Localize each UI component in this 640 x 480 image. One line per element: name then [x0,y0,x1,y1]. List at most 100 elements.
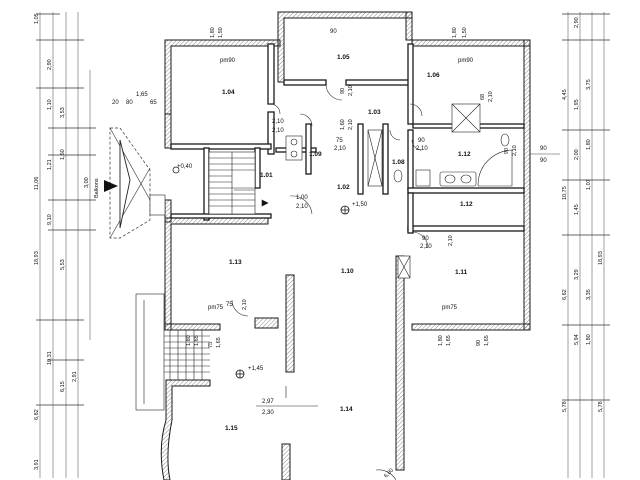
window-label-1-05: 90 [330,29,337,35]
entry-dim-4: 65 [150,100,157,106]
bottom-dim-6: 1,65 [484,335,490,346]
door-dim-1b: 2,10 [272,128,284,134]
right-dim-3: 6,62 [562,289,568,300]
side-dim-1: 90 [540,146,547,152]
door-dim-1a: 2,10 [272,119,284,125]
top-dim-8: 2,10 [512,145,518,156]
door-dim-4b: 2,10 [348,85,354,96]
left-dim-11: 3,91 [34,459,40,470]
top-dim-2: 1,50 [218,27,224,38]
door-dim-3a: 1,60 [340,119,346,130]
bottom-door-dim: 6,00 [383,468,395,480]
left-dim-15: 3,00 [84,177,90,188]
top-dim-4: 1,50 [462,27,468,38]
room-1-14: 1.14 [340,406,353,413]
room-1-12a: 1.12 [458,151,471,158]
room-1-08: 1.08 [392,159,405,166]
room-1-12b: 1.12 [460,201,473,208]
left-dim-6: 1,10 [47,99,53,110]
right-dim-14: 1,80 [586,139,592,150]
left-dim-9: 10,31 [47,351,53,365]
left-dim-8: 9,10 [47,214,53,225]
level-label-1: +0,40 [177,164,193,170]
room-1-13: 1.13 [229,259,242,266]
left-dim-14: 2,91 [72,371,78,382]
right-dimension-lines [562,12,610,478]
door-dim-10a: 75 [226,302,233,308]
left-dimension-lines [36,12,96,478]
level-markers [172,166,350,379]
right-dim-10: 1,45 [574,204,580,215]
bottom-dim-5: 90 [476,340,482,346]
entry-dim-2: 20 [112,100,119,106]
door-dim-5b: 2,10 [416,146,428,152]
right-dim-15: 3,35 [586,289,592,300]
bottom-dim-8: 1,65 [216,337,222,348]
entry-arrow-icon [104,180,118,192]
room-1-01: 1.01 [260,172,273,179]
door-swings [231,84,429,480]
left-dim-16: 1,60 [60,149,66,160]
right-dim-6: 2,90 [574,17,580,28]
room-1-04: 1.04 [222,89,235,96]
left-dim-2: 2,90 [47,59,53,70]
room-1-02: 1.02 [337,184,350,191]
bottom-dim-2: 1,65 [194,335,200,346]
room-1-03: 1.03 [368,109,381,116]
left-dim-7: 1,21 [47,159,53,170]
door-dim-11b: 2,30 [262,410,274,416]
door-dim-5a: 90 [418,138,425,144]
staircase [208,151,269,215]
room-1-10: 1.10 [341,268,354,275]
bottom-dim-3: 1,80 [438,335,444,346]
top-dim-7: 90 [504,148,510,154]
bottom-dim-7: 75 [208,342,214,348]
top-dim-5: 68 [480,94,486,100]
right-dim-11: 3,29 [574,269,580,280]
door-dim-4a: 90 [340,88,346,94]
right-dim-5: 5,78 [562,401,568,412]
right-dim-13: 3,75 [586,79,592,90]
side-dim-2: 90 [540,158,547,164]
door-dim-8b: 2,10 [420,244,432,250]
right-dim-8: 2,00 [574,149,580,160]
window-label-1-13: pm75 [208,305,224,311]
top-dim-3: 1,80 [452,27,458,38]
right-dim-2: 10,75 [562,186,568,200]
door-dim-8a: 90 [422,236,429,242]
interior-walls [170,43,525,234]
room-1-15: 1.15 [225,425,238,432]
level-label-3: +1,45 [248,366,264,372]
window-label-1-04: pm90 [220,58,236,64]
bath-fixtures [285,103,513,279]
room-1-09: 1.09 [309,151,322,158]
door-dim-2a: 75 [336,138,343,144]
left-dim-3: 11,06 [34,177,40,190]
right-dim-17: 5,78 [598,401,604,412]
door-dim-10b: 2,10 [242,299,248,310]
balcony-label: Balkons [94,178,100,198]
left-dim-12: 3,53 [60,107,66,118]
window-label-1-06: pm90 [458,58,474,64]
door-dim-7: 2,10 [296,204,308,210]
bottom-dim-1: 1,80 [186,335,192,346]
entry-balcony [104,127,166,239]
bottom-dim-4: 1,65 [446,335,452,346]
left-dim-1: 1,05 [34,13,40,24]
door-dim-2b: 2,10 [334,146,346,152]
room-1-05: 1.05 [337,54,350,61]
level-label-2: +1,50 [352,202,368,208]
right-dim-4: 18,93 [598,251,604,265]
left-dim-4: 18,93 [34,251,40,265]
right-dim-7: 1,95 [574,99,580,110]
veranda-steps [135,293,211,480]
room-1-11: 1.11 [455,269,468,276]
left-dim-5: 6,82 [34,409,40,420]
door-dim-9: 2,10 [448,235,454,246]
top-dim-1: 1,80 [210,27,216,38]
entry-dim-3: 80 [126,100,133,106]
left-dim-13: 5,53 [60,259,66,270]
right-dim-9: 1,07 [586,179,592,190]
right-dim-16: 1,80 [586,334,592,345]
